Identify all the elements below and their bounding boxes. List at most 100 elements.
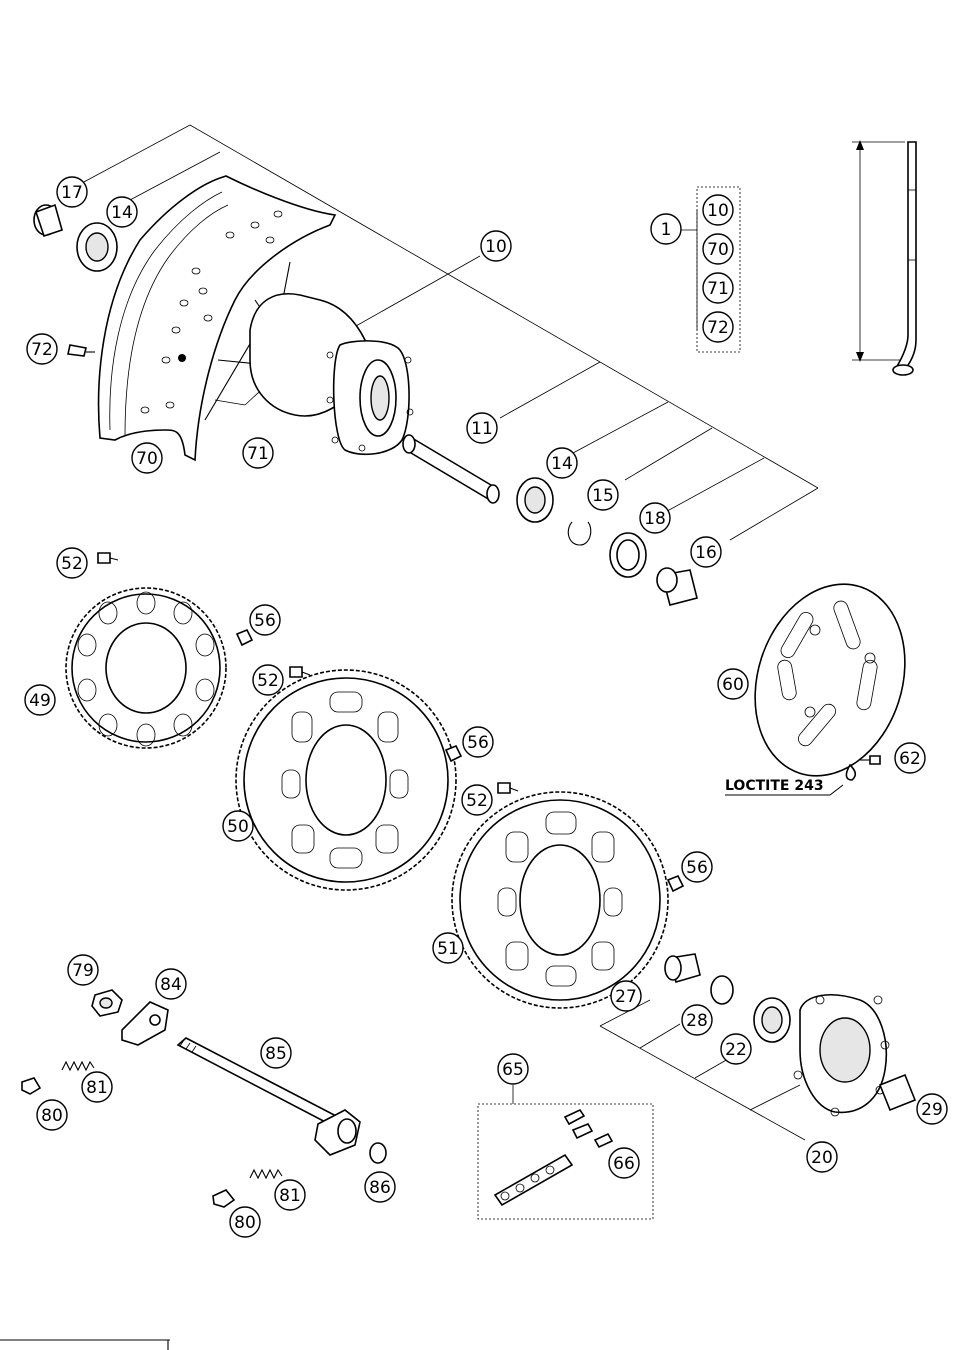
axis-guide-lines: [81, 124, 819, 541]
callouts: 17 14 10 72 70 71 11 14 15 18 16 1 10 70 71 72 52 56 49 52 5…: [24, 176, 948, 1238]
callout-17: 17: [56, 176, 88, 208]
callout-56: 56: [249, 604, 281, 636]
callout-label: 28: [686, 1011, 708, 1031]
callout-label: 56: [686, 858, 708, 878]
callout-81: 81: [81, 1071, 113, 1103]
callout-label: 15: [592, 486, 614, 506]
adjuster-nut-80-top: [21, 1077, 42, 1095]
callout-50: 50: [222, 810, 254, 842]
rubber-damper-29: [878, 1073, 917, 1112]
callout-66: 66: [608, 1147, 640, 1179]
callout-label: 56: [467, 733, 489, 753]
callout-52: 52: [461, 784, 493, 816]
seal-28: [710, 975, 734, 1005]
callout-28: 28: [681, 1004, 713, 1036]
wheel-bearing-14-right: [516, 477, 554, 523]
wheel-hub: [249, 293, 414, 456]
wheel-bearing-14-left: [76, 222, 118, 272]
callout-label: 20: [811, 1148, 833, 1168]
loctite-label: LOCTITE 243: [725, 778, 824, 794]
callout-label: 84: [160, 975, 182, 995]
sprocket-bolts-and-nuts: [97, 552, 685, 893]
callout-label: 22: [725, 1040, 747, 1060]
loctite-drop: [845, 763, 857, 781]
callout-label: 70: [707, 240, 729, 260]
callout-10: 10: [702, 194, 734, 226]
brake-disc: [754, 583, 906, 777]
callout-label: 49: [29, 691, 51, 711]
callout-56: 56: [462, 726, 494, 758]
callout-label: 10: [707, 201, 729, 221]
adjuster-nut-80-bottom: [212, 1189, 236, 1208]
callout-label: 80: [234, 1213, 256, 1233]
callout-70: 70: [702, 233, 734, 265]
callout-label: 65: [502, 1060, 524, 1080]
axle-spacer-tube: [402, 434, 500, 504]
callout-label: 52: [61, 554, 83, 574]
callout-79: 79: [67, 954, 99, 986]
callout-10: 10: [480, 230, 512, 262]
callout-18: 18: [639, 502, 671, 534]
sprocket-50: [235, 669, 457, 891]
callout-label: 60: [722, 675, 744, 695]
callout-80: 80: [229, 1206, 261, 1238]
spoke-length-dimension: [852, 140, 917, 376]
spoke-set-box: [680, 186, 741, 353]
chain-joint-box: [477, 1085, 654, 1220]
callout-52: 52: [56, 547, 88, 579]
callout-71: 71: [242, 437, 274, 469]
callout-label: 10: [485, 237, 507, 257]
callout-72: 72: [26, 333, 58, 365]
sprocket-49: [65, 587, 227, 749]
adjuster-spring-81-top: [61, 1060, 95, 1072]
callout-72: 72: [702, 311, 734, 343]
callout-14: 14: [106, 196, 138, 228]
carrier-spacer-27: [664, 953, 701, 984]
chain-adjuster-84: [121, 1001, 169, 1046]
callout-label: 80: [41, 1106, 63, 1126]
callout-label: 72: [31, 340, 53, 360]
callout-80: 80: [36, 1099, 68, 1131]
callout-15: 15: [587, 479, 619, 511]
tire-valve-72: [67, 344, 95, 357]
callout-65: 65: [497, 1053, 529, 1085]
callout-label: 72: [707, 318, 729, 338]
callout-label: 79: [72, 961, 94, 981]
callout-label: 16: [695, 543, 717, 563]
callout-1: 1: [650, 213, 682, 245]
callout-label: 11: [471, 419, 493, 439]
callout-label: 52: [257, 671, 279, 691]
callout-label: 56: [254, 611, 276, 631]
callout-label: 51: [437, 939, 459, 959]
callout-label: 81: [279, 1186, 301, 1206]
callout-label: 29: [921, 1100, 943, 1120]
callout-label: 71: [707, 279, 729, 299]
bearing-22: [753, 997, 791, 1043]
callout-20: 20: [806, 1141, 838, 1173]
callout-label: 14: [551, 454, 573, 474]
callout-label: 85: [265, 1044, 287, 1064]
callout-label: 1: [661, 220, 672, 240]
callout-label: 66: [613, 1154, 635, 1174]
spacer-16: [656, 567, 698, 606]
callout-49: 49: [24, 684, 56, 716]
callout-60: 60: [717, 668, 749, 700]
callout-label: 50: [227, 817, 249, 837]
drawing-code: [0, 1339, 170, 1350]
disc-screw-62: [860, 755, 881, 765]
plug-86: [369, 1142, 387, 1164]
seal-18: [609, 532, 647, 578]
callout-22: 22: [720, 1033, 752, 1065]
adjuster-spring-81-bottom: [249, 1168, 283, 1180]
callout-84: 84: [155, 968, 187, 1000]
sprocket-51: [451, 791, 669, 1009]
callout-85: 85: [260, 1037, 292, 1069]
callout-label: 52: [466, 791, 488, 811]
callout-81: 81: [274, 1179, 306, 1211]
callout-71: 71: [702, 272, 734, 304]
callout-label: 70: [136, 449, 158, 469]
callout-70: 70: [131, 442, 163, 474]
callout-label: 18: [644, 509, 666, 529]
callout-27: 27: [610, 980, 642, 1012]
